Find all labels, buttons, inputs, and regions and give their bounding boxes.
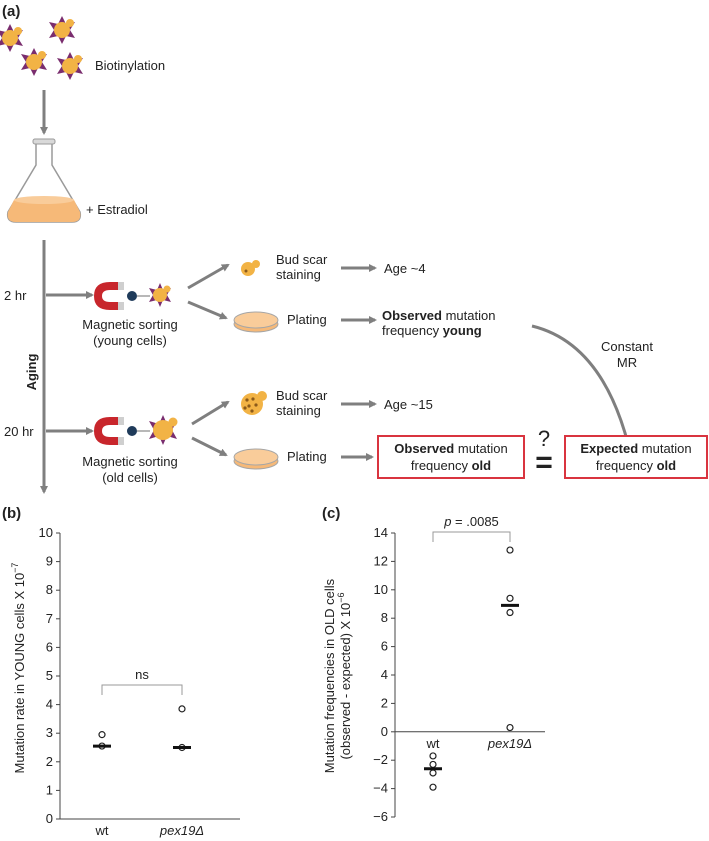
y-tick-label: −4 (373, 781, 388, 796)
y-tick-label: 3 (46, 725, 53, 740)
y-tick-label: −2 (373, 752, 388, 767)
sort-old-line1: Magnetic sorting (82, 454, 177, 469)
y-tick-label: 7 (46, 611, 53, 626)
expected-old-line1: Expected mutation (580, 441, 691, 456)
data-point (429, 783, 437, 791)
budscar-young-line1: Bud scar (276, 252, 328, 267)
y-tick-label: 5 (46, 668, 53, 683)
equals-sign: = (535, 446, 553, 479)
significance-bracket (432, 531, 511, 542)
y-tick-label: 10 (374, 582, 388, 597)
budscar-old-line2: staining (276, 403, 321, 418)
expected-old-box (564, 435, 708, 479)
observed-old-line1: Observed mutation (394, 441, 507, 456)
y-tick-label: 2 (381, 695, 388, 710)
y-tick-label: 9 (46, 554, 53, 569)
panel-b-chart: (b) Mutation rate in YOUNG cells X 10−7 … (2, 505, 240, 838)
y-tick-label: 4 (46, 697, 53, 712)
plating-young-label: Plating (287, 312, 327, 327)
time-2hr-label: 2 hr (4, 288, 27, 303)
magnet-old-icon (94, 415, 178, 445)
plate-young-icon (233, 311, 279, 333)
panel-b-ylabel: Mutation rate in YOUNG cells X 10−7 (10, 563, 27, 774)
flask-icon (6, 138, 82, 223)
y-tick-label: 4 (381, 667, 388, 682)
young-cell-icon (241, 260, 260, 276)
y-tick-label: 8 (381, 610, 388, 625)
plate-old-icon (233, 448, 279, 470)
panel-c-label: (c) (322, 505, 340, 522)
aging-label: Aging (24, 354, 39, 391)
panel-a: (a) Biotinylation (0, 3, 708, 494)
data-point (178, 705, 186, 713)
plating-old-label: Plating (287, 449, 327, 464)
observed-old-line2: frequency old (411, 458, 491, 473)
y-tick-label: 14 (374, 525, 388, 540)
estradiol-label: + Estradiol (86, 202, 148, 217)
panel-c-ylabel-line2: (observed - expected) X 10−6 (336, 592, 353, 759)
sort-old-line2: (old cells) (102, 470, 158, 485)
y-tick-label: 10 (39, 525, 53, 540)
sort-young-line2: (young cells) (93, 333, 167, 348)
panel-a-label: (a) (2, 3, 20, 20)
observed-young-line1: Observed mutation (382, 308, 495, 323)
age-young-label: Age ~4 (384, 261, 426, 276)
data-point (506, 608, 514, 617)
budscar-young-line2: staining (276, 267, 321, 282)
observed-young-line2: frequency young (382, 323, 482, 338)
significance-label: ns (135, 667, 149, 682)
data-point (506, 546, 514, 554)
data-point (98, 731, 106, 739)
data-point (506, 594, 514, 602)
biotinylation-label: Biotinylation (95, 58, 165, 73)
data-point (429, 769, 437, 777)
magnet-young-icon (94, 282, 171, 310)
panel-b-label: (b) (2, 505, 21, 522)
y-tick-label: 8 (46, 582, 53, 597)
x-category-label: wt (95, 823, 109, 838)
y-tick-label: 0 (381, 724, 388, 739)
arrow-old-plating (191, 436, 228, 457)
constant-line2: MR (617, 355, 637, 370)
p-value-label: p = .0085 (443, 514, 499, 529)
observed-old-box (377, 435, 525, 479)
expected-old-line2: frequency old (596, 458, 676, 473)
y-tick-label: 0 (46, 811, 53, 826)
constant-line1: Constant (601, 339, 653, 354)
significance-bracket (101, 684, 183, 695)
arrow-young-plating (187, 300, 228, 320)
y-tick-label: 6 (381, 639, 388, 654)
question-mark: ? (538, 426, 550, 451)
x-category-label: pex19Δ (159, 823, 204, 838)
age-old-label: Age ~15 (384, 397, 433, 412)
old-cell-icon (241, 391, 267, 415)
data-point (429, 760, 437, 769)
panel-c-chart: (c) Mutation frequencies in OLD cells (o… (322, 505, 545, 824)
y-tick-label: 2 (46, 754, 53, 769)
x-category-label: wt (426, 736, 440, 751)
arrow-old-budscar (191, 400, 230, 426)
y-tick-label: 12 (374, 553, 388, 568)
y-tick-label: −6 (373, 809, 388, 824)
x-category-label: pex19Δ (487, 736, 532, 751)
arrow-young-budscar (187, 263, 230, 290)
time-20hr-label: 20 hr (4, 424, 34, 439)
data-point (506, 723, 514, 732)
y-tick-label: 1 (46, 782, 53, 797)
budscar-old-line1: Bud scar (276, 388, 328, 403)
data-point (429, 752, 437, 760)
panel-c-ylabel-line1: Mutation frequencies in OLD cells (322, 578, 337, 773)
biotinylated-cells-icon (0, 16, 83, 80)
sort-young-line1: Magnetic sorting (82, 317, 177, 332)
y-tick-label: 6 (46, 639, 53, 654)
